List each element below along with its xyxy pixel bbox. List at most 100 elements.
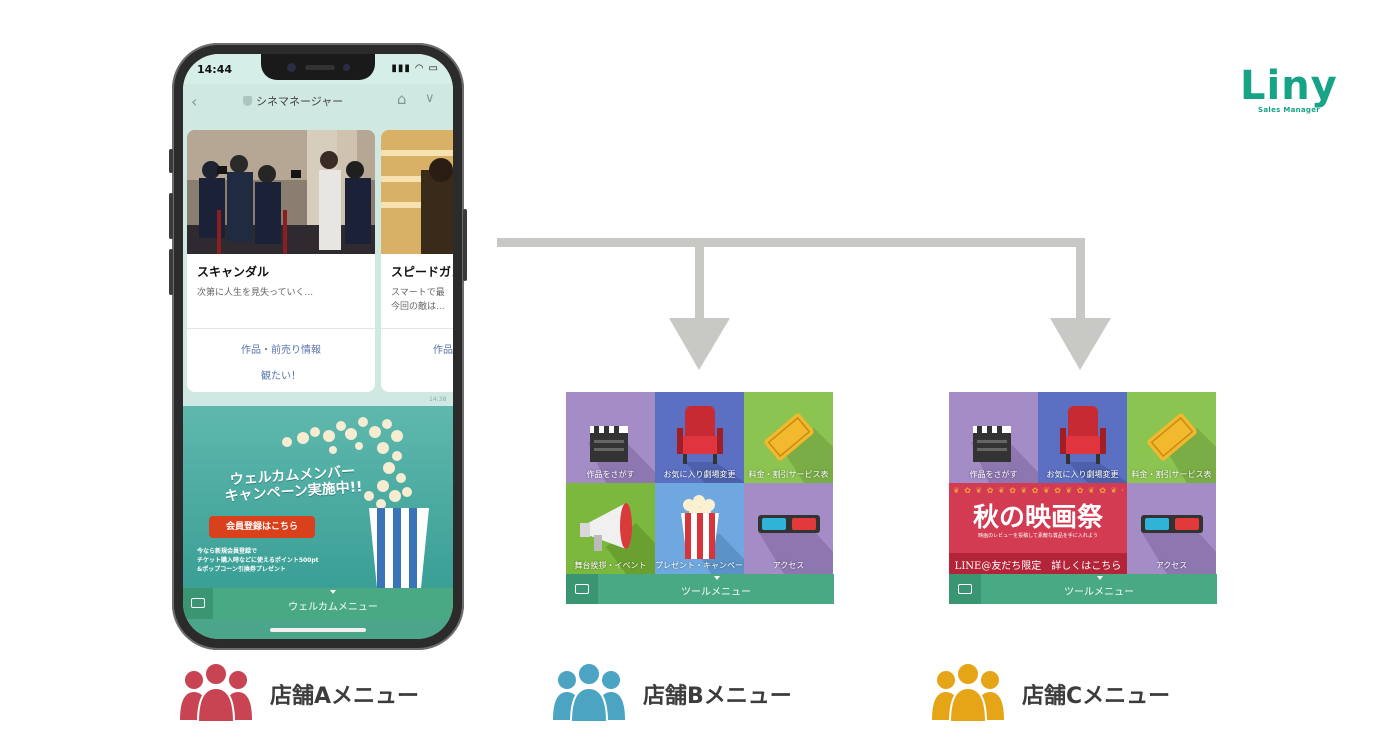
arrow-b-stem	[695, 238, 704, 322]
volume-down-button	[169, 249, 173, 295]
festival-details-link[interactable]: LINE@友だち限定 詳しくはこちら	[954, 561, 1122, 572]
chat-header: ‹ シネマネージャー ⌂ ∨	[183, 84, 453, 116]
popcorn-illustration	[282, 417, 429, 588]
store-b-rich-menu: 作品をさがす お気に入り劇場変更 料金・割引サービス表	[566, 392, 834, 604]
clapperboard-icon	[588, 426, 655, 483]
welcome-rich-menu-banner[interactable]: ウェルカムメンバーキャンペーン実施中!! 会員登録はこちら 今なら新規会員登録で…	[183, 406, 453, 588]
festival-title: 秋の映画祭	[972, 503, 1103, 533]
volume-up-button	[169, 193, 173, 239]
rich-menu-grid: 作品をさがす お気に入り劇場変更 料金・割引サービス表	[566, 392, 834, 574]
status-time: 14:44	[197, 63, 233, 76]
3d-glasses-icon	[1141, 515, 1216, 574]
arrow-b-head	[669, 318, 730, 370]
autumn-film-festival-banner[interactable]: ❦ ✿ ❦ ✿ ❦ ✿ ❦ ✿ ❦ ✿ ❦ ✿ ❦ ✿ ❦ ✿ ❦ ✿ 秋の映画…	[949, 483, 1127, 574]
theater-seat-icon	[1060, 406, 1127, 483]
people-group-icon	[932, 662, 1004, 722]
popcorn-icon	[681, 495, 744, 574]
logo-tagline: Sales Manager	[1258, 106, 1321, 114]
phone-mockup: 14:44 ▮▮▮ ◠ ▭ ‹ シネマネージャー ⌂ ∨	[169, 43, 467, 650]
keyboard-icon	[575, 584, 589, 594]
home-icon[interactable]: ⌂	[397, 90, 407, 108]
back-chevron-icon[interactable]: ‹	[191, 92, 198, 111]
rich-menu-bar[interactable]: ウェルカムメニュー	[183, 588, 453, 619]
tile-label: お気に入り劇場変更	[1046, 470, 1119, 479]
ticket-icon	[1147, 413, 1216, 483]
rich-menu-bar-label: ツールメニュー	[1064, 587, 1134, 598]
ticket-icon	[764, 413, 833, 483]
caret-down-icon	[714, 576, 720, 580]
want-to-watch-link[interactable]: 観たい！	[261, 371, 301, 382]
tile-label: お気に入り劇場変更	[663, 470, 736, 479]
tile-access[interactable]: アクセス	[1127, 483, 1216, 574]
theater-seat-icon	[677, 406, 744, 483]
phone-screen: 14:44 ▮▮▮ ◠ ▭ ‹ シネマネージャー ⌂ ∨	[183, 54, 453, 639]
tile-favorite-theater[interactable]: お気に入り劇場変更	[655, 392, 744, 483]
movie-description: スマートで最今回の敵は...	[391, 288, 445, 312]
store-c-rich-menu: 作品をさがす お気に入り劇場変更 料金・割引サービス表 ❦ ✿ ❦ ✿ ❦ ✿ …	[949, 392, 1217, 604]
movie-info-link[interactable]: 作品・前売り情報	[241, 345, 321, 356]
rich-menu-grid: 作品をさがす お気に入り劇場変更 料金・割引サービス表 ❦ ✿ ❦ ✿ ❦ ✿ …	[949, 392, 1217, 574]
movie-title: スピードガン	[391, 265, 453, 279]
keyboard-icon	[191, 598, 205, 608]
tile-label: 料金・割引サービス表	[748, 470, 829, 479]
caret-down-icon	[330, 590, 336, 594]
tile-find-movies[interactable]: 作品をさがす	[949, 392, 1038, 483]
movie-photo-speedgun	[381, 130, 453, 254]
chat-area: ‹ シネマネージャー ⌂ ∨	[183, 84, 453, 406]
tile-access[interactable]: アクセス	[744, 483, 833, 574]
home-indicator	[270, 628, 366, 632]
caret-down-icon	[1097, 576, 1103, 580]
autumn-leaves-decoration: ❦ ✿ ❦ ✿ ❦ ✿ ❦ ✿ ❦ ✿ ❦ ✿ ❦ ✿ ❦ ✿ ❦ ✿	[953, 486, 1123, 495]
3d-glasses-icon	[758, 515, 833, 574]
official-shield-icon	[243, 96, 252, 106]
message-timestamp: 14:38	[429, 396, 447, 403]
arrow-c-head	[1050, 318, 1111, 370]
tile-label: 料金・割引サービス表	[1131, 470, 1212, 479]
tile-label: アクセス	[1155, 561, 1188, 570]
keyboard-toggle[interactable]	[566, 574, 598, 604]
banner-fine-print: 今なら新規会員登録でチケット購入時などに使えるポイント500pt&ポップコーン引…	[197, 548, 319, 573]
tile-favorite-theater[interactable]: お気に入り劇場変更	[1038, 392, 1127, 483]
movie-title: スキャンダル	[197, 265, 270, 279]
rich-menu-bar-label: ツールメニュー	[681, 587, 751, 598]
festival-subtitle: 映画のレビューを投稿して素敵な賞品を手に入れよう	[978, 533, 1098, 539]
tile-find-movies[interactable]: 作品をさがす	[566, 392, 655, 483]
keyboard-icon	[958, 584, 972, 594]
arrow-horizontal-line	[497, 238, 1085, 247]
megaphone-icon	[580, 503, 655, 574]
movie-description: 次第に人生を見失っていく...	[197, 288, 314, 298]
tile-label: プレゼント・キャンペーン	[655, 561, 744, 570]
movie-info-link[interactable]: 作品	[433, 345, 453, 356]
tile-present-campaign[interactable]: プレゼント・キャンペーン	[655, 483, 744, 574]
store-name: 店舗Bメニュー	[643, 684, 792, 709]
arrow-c-stem	[1076, 238, 1085, 322]
people-group-icon	[553, 662, 625, 722]
people-group-icon	[180, 662, 252, 722]
movie-card-scandal[interactable]: スキャンダル 次第に人生を見失っていく... 作品・前売り情報 観たい！	[187, 130, 375, 392]
signal-wifi-battery-icon: ▮▮▮ ◠ ▭	[391, 63, 439, 74]
tile-label: アクセス	[772, 561, 805, 570]
tile-label: 舞台挨拶・イベント	[574, 561, 647, 570]
liny-logo: Liny Sales Manager	[1240, 63, 1338, 122]
keyboard-toggle[interactable]	[949, 574, 981, 604]
mute-switch	[169, 149, 173, 173]
member-signup-button[interactable]: 会員登録はこちら	[209, 516, 315, 538]
chat-title: シネマネージャー	[256, 95, 344, 108]
store-name: 店舗Aメニュー	[270, 684, 420, 709]
clapperboard-icon	[971, 426, 1038, 483]
notch	[261, 54, 375, 80]
rich-menu-bar-label: ウェルカムメニュー	[288, 602, 378, 613]
tile-pricing[interactable]: 料金・割引サービス表	[1127, 392, 1216, 483]
power-button	[463, 209, 467, 281]
tile-label: 作品をさがす	[586, 470, 635, 479]
logo-wordmark: Liny	[1240, 63, 1338, 109]
movie-photo-scandal	[187, 130, 375, 254]
rich-menu-bar[interactable]: ツールメニュー	[949, 574, 1217, 604]
keyboard-toggle[interactable]	[183, 588, 213, 619]
store-name: 店舗Cメニュー	[1022, 684, 1171, 709]
chevron-down-icon[interactable]: ∨	[425, 91, 435, 106]
tile-events[interactable]: 舞台挨拶・イベント	[566, 483, 655, 574]
tile-pricing[interactable]: 料金・割引サービス表	[744, 392, 833, 483]
rich-menu-bar[interactable]: ツールメニュー	[566, 574, 834, 604]
